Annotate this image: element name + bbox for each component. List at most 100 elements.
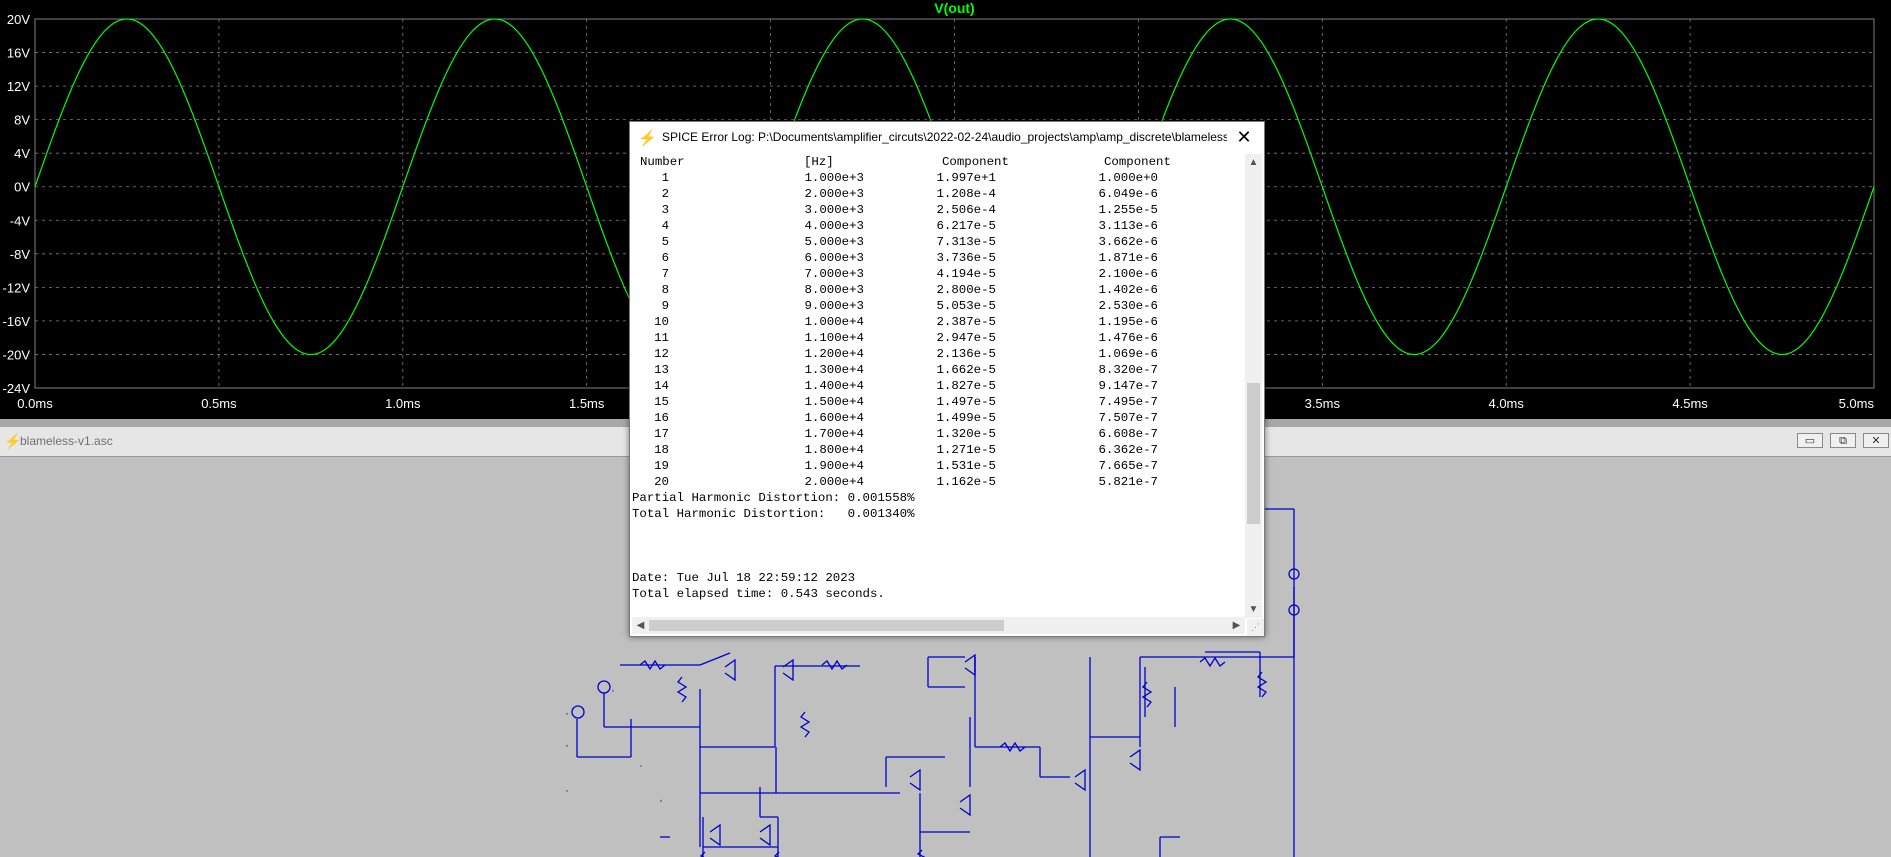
cell-component: 3.736e-5 bbox=[936, 251, 997, 265]
svg-text:c: c bbox=[640, 764, 642, 768]
restore-button[interactable]: ⧉ bbox=[1830, 433, 1856, 448]
scroll-right-arrow-icon[interactable]: ▶ bbox=[1232, 620, 1241, 631]
cell-normalized-component: 6.049e-6 bbox=[1098, 187, 1159, 201]
cell-component: 2.800e-5 bbox=[936, 283, 997, 297]
cell-component: 2.136e-5 bbox=[936, 347, 997, 361]
y-tick-label: -16V bbox=[3, 314, 31, 329]
cell-component: 1.208e-4 bbox=[936, 187, 997, 201]
cell-number: 18 bbox=[654, 443, 669, 457]
cell-frequency: 1.500e+4 bbox=[804, 395, 865, 409]
resize-grip-icon[interactable]: ⋰ bbox=[1247, 619, 1264, 636]
cell-normalized-component: 7.507e-7 bbox=[1098, 411, 1159, 425]
cell-component: 2.947e-5 bbox=[936, 331, 997, 345]
cell-frequency: 9.000e+3 bbox=[804, 299, 865, 313]
cell-frequency: 1.300e+4 bbox=[804, 363, 865, 377]
y-tick-label: -8V bbox=[10, 247, 31, 262]
log-header-row: Number [Hz] Component Component bbox=[632, 154, 1171, 170]
cell-normalized-component: 6.362e-7 bbox=[1098, 443, 1159, 457]
cell-number: 6 bbox=[661, 251, 669, 265]
vertical-scrollbar[interactable]: ▲ ▼ bbox=[1245, 154, 1262, 618]
scroll-left-arrow-icon[interactable]: ◀ bbox=[636, 620, 645, 631]
cell-number: 5 bbox=[661, 235, 669, 249]
cell-number: 2 bbox=[661, 187, 669, 201]
header-number: Number bbox=[640, 155, 685, 169]
y-tick-label: 0V bbox=[14, 180, 30, 195]
header-component-1: Component bbox=[942, 155, 1009, 169]
cell-component: 1.162e-5 bbox=[936, 475, 997, 489]
cell-component: 1.531e-5 bbox=[936, 459, 997, 473]
x-tick-label: 1.5ms bbox=[569, 396, 605, 411]
dialog-titlebar[interactable]: ⚡ SPICE Error Log: P:\Documents\amplifie… bbox=[630, 122, 1264, 153]
x-tick-label: 3.5ms bbox=[1305, 396, 1341, 411]
cell-normalized-component: 5.821e-7 bbox=[1098, 475, 1159, 489]
cell-component: 6.217e-5 bbox=[936, 219, 997, 233]
schematic-window[interactable]: ⚡ blameless-v1.asc ▭ ⧉ ✕ bbox=[0, 427, 1891, 857]
cell-frequency: 1.800e+4 bbox=[804, 443, 865, 457]
cell-component: 2.387e-5 bbox=[936, 315, 997, 329]
header-hz: [Hz] bbox=[804, 155, 834, 169]
cell-normalized-component: 6.608e-7 bbox=[1098, 427, 1159, 441]
schematic-title: blameless-v1.asc bbox=[20, 434, 113, 448]
scroll-down-arrow-icon[interactable]: ▼ bbox=[1248, 604, 1259, 615]
cell-normalized-component: 8.320e-7 bbox=[1098, 363, 1159, 377]
cell-component: 1.320e-5 bbox=[936, 427, 997, 441]
cell-normalized-component: 1.871e-6 bbox=[1098, 251, 1159, 265]
cell-normalized-component: 3.662e-6 bbox=[1098, 235, 1159, 249]
svg-text:b: b bbox=[566, 744, 568, 748]
horizontal-scrollbar[interactable]: ◀ ▶ bbox=[632, 617, 1245, 634]
cell-normalized-component: 1.255e-5 bbox=[1098, 203, 1159, 217]
cell-frequency: 1.400e+4 bbox=[804, 379, 865, 393]
cell-frequency: 1.600e+4 bbox=[804, 411, 865, 425]
cell-component: 2.506e-4 bbox=[936, 203, 997, 217]
schematic-canvas[interactable]: ri ri b c e d bbox=[0, 457, 1891, 857]
cell-frequency: 5.000e+3 bbox=[804, 235, 865, 249]
cell-normalized-component: 2.100e-6 bbox=[1098, 267, 1159, 281]
cell-number: 19 bbox=[654, 459, 669, 473]
cell-normalized-component: 1.402e-6 bbox=[1098, 283, 1159, 297]
cell-normalized-component: 2.530e-6 bbox=[1098, 299, 1159, 313]
y-tick-label: 16V bbox=[7, 46, 30, 61]
minimize-button[interactable]: ▭ bbox=[1797, 433, 1823, 448]
y-tick-label: 4V bbox=[14, 146, 30, 161]
cell-normalized-component: 1.069e-6 bbox=[1098, 347, 1159, 361]
dialog-close-button[interactable]: ✕ bbox=[1236, 127, 1252, 147]
cell-number: 8 bbox=[661, 283, 669, 297]
cell-number: 4 bbox=[661, 219, 669, 233]
cell-number: 20 bbox=[654, 475, 669, 489]
cell-normalized-component: 1.476e-6 bbox=[1098, 331, 1159, 345]
trace-title[interactable]: V(out) bbox=[934, 0, 974, 16]
cell-component: 1.271e-5 bbox=[936, 443, 997, 457]
x-tick-label: 4.5ms bbox=[1672, 396, 1708, 411]
vertical-scroll-thumb[interactable] bbox=[1247, 383, 1260, 524]
svg-text:ri: ri bbox=[566, 712, 568, 716]
cell-frequency: 4.000e+3 bbox=[804, 219, 865, 233]
cell-number: 17 bbox=[654, 427, 669, 441]
cell-component: 1.499e-5 bbox=[936, 411, 997, 425]
x-tick-label: 0.5ms bbox=[201, 396, 237, 411]
cell-frequency: 3.000e+3 bbox=[804, 203, 865, 217]
cell-normalized-component: 3.113e-6 bbox=[1098, 219, 1159, 233]
cell-component: 1.997e+1 bbox=[936, 171, 997, 185]
cell-component: 1.662e-5 bbox=[936, 363, 997, 377]
elapsed-time: Total elapsed time: 0.543 seconds. bbox=[632, 587, 885, 601]
spice-error-log-dialog[interactable]: ⚡ SPICE Error Log: P:\Documents\amplifie… bbox=[629, 121, 1265, 637]
horizontal-scroll-thumb[interactable] bbox=[649, 620, 1004, 631]
close-button[interactable]: ✕ bbox=[1863, 433, 1889, 448]
cell-component: 1.497e-5 bbox=[936, 395, 997, 409]
cell-frequency: 1.200e+4 bbox=[804, 347, 865, 361]
x-tick-label: 5.0ms bbox=[1839, 396, 1875, 411]
x-tick-label: 4.0ms bbox=[1488, 396, 1524, 411]
scroll-up-arrow-icon[interactable]: ▲ bbox=[1248, 157, 1259, 168]
cell-normalized-component: 7.495e-7 bbox=[1098, 395, 1159, 409]
cell-frequency: 1.700e+4 bbox=[804, 427, 865, 441]
cell-frequency: 8.000e+3 bbox=[804, 283, 865, 297]
svg-text:e: e bbox=[566, 789, 568, 793]
x-tick-label: 1.0ms bbox=[385, 396, 421, 411]
y-tick-label: -12V bbox=[3, 280, 31, 295]
cell-number: 1 bbox=[661, 171, 669, 185]
cell-frequency: 1.100e+4 bbox=[804, 331, 865, 345]
cell-number: 10 bbox=[654, 315, 669, 329]
cell-frequency: 2.000e+3 bbox=[804, 187, 865, 201]
cell-number: 11 bbox=[654, 331, 669, 345]
